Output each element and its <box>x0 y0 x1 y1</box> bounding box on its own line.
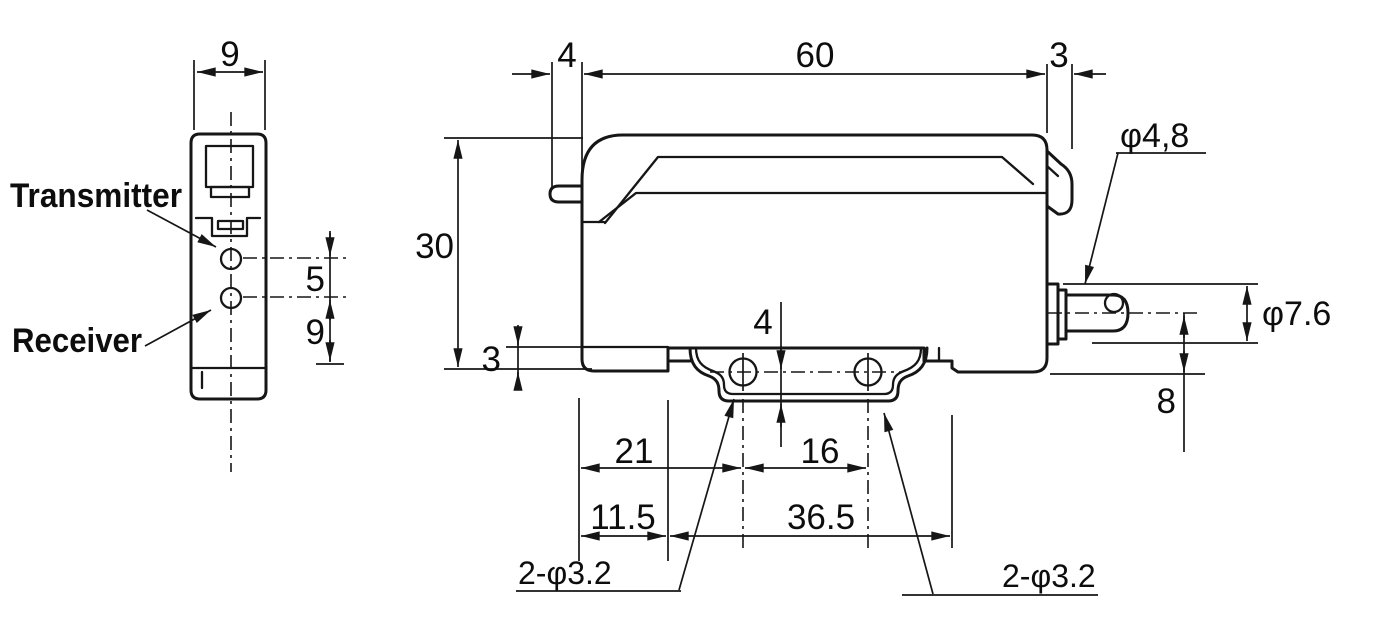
front-spacing-dimensions: 5 9 <box>243 231 349 365</box>
hole-callouts: 2-φ3.2 2-φ3.2 <box>516 398 1098 596</box>
hook-offset-label: 4 <box>557 36 576 75</box>
hole-to-base-label: 4 <box>753 303 772 342</box>
cable-height-dimension: 8 <box>1050 313 1205 452</box>
front-lens-window <box>204 144 255 189</box>
cover-seam-upper <box>603 155 1035 225</box>
foot-height-label: 3 <box>482 340 501 379</box>
cable-dia-dimension: φ4,8 <box>1084 117 1206 285</box>
side-view: 4 60 3 30 3 4 <box>415 36 1331 596</box>
front-notch <box>194 216 262 238</box>
front-width-dimension: 9 <box>193 35 266 130</box>
cable-bushing <box>1056 288 1068 341</box>
latch <box>1045 149 1074 216</box>
edge-to-hole-label: 21 <box>615 432 654 471</box>
holes-callout-right: 2-φ3.2 <box>1002 558 1096 594</box>
front-lower-offset-label: 9 <box>306 313 325 352</box>
hole-pitch-label: 16 <box>801 432 840 471</box>
mounting-hook <box>548 184 584 204</box>
latch-inner-line <box>1045 164 1060 178</box>
cable-dia-label: φ4,8 <box>1120 117 1189 155</box>
body-length-label: 60 <box>796 36 835 75</box>
mounting-bracket <box>666 346 941 403</box>
left-dimensions: 30 3 <box>415 137 592 391</box>
cable-assembly <box>1045 282 1200 346</box>
front-body-outline <box>189 132 268 401</box>
cable-bushing-flange <box>1045 282 1060 346</box>
front-beam-spacing-label: 5 <box>306 260 325 299</box>
bushing-dia-dimension: φ7.6 <box>1063 283 1331 344</box>
cable-end-loop <box>1103 292 1125 314</box>
bottom-dimensions: 21 16 11.5 36.5 <box>578 398 953 561</box>
cable-height-label: 8 <box>1157 382 1176 421</box>
front-width-label: 9 <box>220 35 239 74</box>
receiver-label: Receiver <box>12 322 142 360</box>
hole-offset-dimension: 4 <box>753 302 786 447</box>
bushing-dia-label: φ7.6 <box>1262 295 1331 333</box>
edge-to-slot-label: 11.5 <box>590 498 656 537</box>
top-dimensions: 4 60 3 <box>512 36 1106 189</box>
holes-callout-left: 2-φ3.2 <box>518 555 612 591</box>
transmitter-label: Transmitter <box>10 177 182 215</box>
side-body-outline <box>580 133 1049 374</box>
front-callouts: Transmitter Receiver <box>10 177 217 360</box>
latch-width-label: 3 <box>1049 36 1068 75</box>
front-view: 9 5 9 Transmitter Receiver <box>10 35 349 472</box>
front-lens-step <box>209 185 251 199</box>
body-height-label: 30 <box>415 227 454 266</box>
cover-seam-lower <box>597 191 1048 224</box>
slot-span-label: 36.5 <box>787 498 855 537</box>
